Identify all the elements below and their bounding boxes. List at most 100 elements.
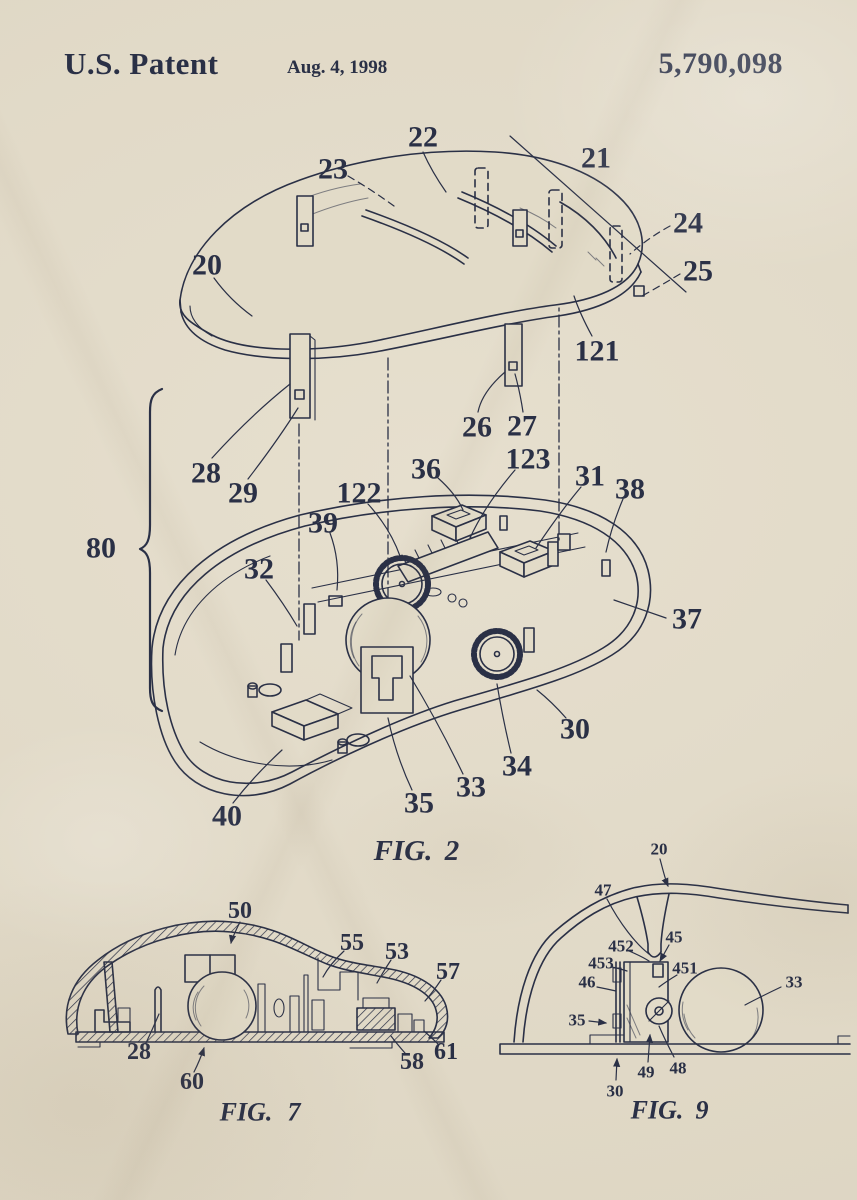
cable-connector-block	[271, 693, 353, 741]
part-ref-30: 30	[560, 713, 590, 746]
part-ref-36: 36	[411, 453, 441, 486]
part-ref-29: 29	[228, 477, 258, 510]
base-peg-top	[247, 682, 258, 690]
switch-contact	[652, 963, 664, 978]
part-ref-37: 37	[672, 603, 702, 636]
part-ref-39: 39	[308, 507, 338, 540]
part-ref-31: 31	[575, 460, 605, 493]
fig7-caption-prefix: FIG.	[219, 1098, 273, 1127]
part-ref-21: 21	[581, 142, 611, 175]
encoder-assembly	[612, 961, 673, 1043]
trackball-section	[187, 971, 257, 1041]
part-ref-20: 20	[192, 249, 222, 282]
snap-clip-front	[504, 323, 523, 387]
part-ref-23: 23	[318, 153, 348, 186]
cap-notch	[633, 285, 645, 297]
fig9-part-labels: 20 47 452 45 453 451 46 33 35 49 48 30	[569, 840, 803, 1101]
ball-retainer-plate	[360, 646, 414, 714]
bracket-post	[547, 541, 559, 567]
fig7-caption-number: 7	[288, 1098, 302, 1127]
top-tab-left	[296, 195, 314, 247]
base-peg	[337, 741, 348, 754]
part-ref-58: 58	[400, 1049, 424, 1075]
fig7-internals	[94, 954, 425, 1041]
part-ref-27: 27	[507, 410, 537, 443]
part-ref-34: 34	[502, 750, 532, 783]
alignment-axes	[298, 291, 560, 641]
bracket-post	[557, 533, 571, 551]
snap-clip-rear	[289, 333, 316, 421]
header-patent-number: 5,790,098	[658, 47, 783, 80]
part-ref-35: 35	[569, 1011, 586, 1030]
part-ref-45: 45	[666, 928, 683, 947]
far-wall-slot	[499, 515, 508, 531]
fig9-caption-number: 9	[696, 1096, 709, 1125]
shell-front-section	[513, 883, 849, 1043]
encoder-gear-right	[471, 628, 523, 680]
fig7-leader-lines	[145, 921, 442, 1073]
fig2-leader-lines	[138, 135, 687, 804]
part-ref-38: 38	[615, 473, 645, 506]
part-ref-122: 122	[337, 477, 382, 510]
roller-wheel	[645, 997, 673, 1025]
part-ref-26: 26	[462, 411, 492, 444]
trackball-detail	[678, 967, 764, 1053]
mouse-base-housing	[150, 494, 652, 797]
pcb-block-section	[356, 1007, 396, 1031]
part-ref-50: 50	[228, 898, 252, 924]
part-ref-33: 33	[456, 771, 486, 804]
base-foot	[258, 683, 282, 697]
header-patent-title: U.S. Patent	[64, 46, 219, 81]
gear-shaft-post	[523, 627, 535, 653]
fig9-caption-prefix: FIG.	[630, 1096, 684, 1125]
side-wall-slot	[601, 559, 611, 577]
support-post	[303, 603, 316, 635]
part-ref-46: 46	[579, 973, 596, 992]
part-ref-57: 57	[436, 959, 460, 985]
fig7-cross-section-drawing: 50 55 53 57 28 60 58 61 FIG. 7	[65, 898, 460, 1127]
part-ref-80: 80	[86, 532, 116, 565]
part-ref-55: 55	[340, 930, 364, 956]
base-peg	[247, 685, 258, 698]
part-ref-47: 47	[595, 881, 613, 900]
fig9-detail-section-drawing: 20 47 452 45 453 451 46 33 35 49 48 30 FIG. 9	[499, 840, 851, 1125]
micro-switch-right	[499, 540, 555, 578]
mouse-top-cover	[179, 150, 645, 421]
small-clip	[328, 595, 343, 607]
part-ref-452: 452	[608, 937, 634, 956]
part-ref-28: 28	[191, 457, 221, 490]
rib-finger-tip	[647, 951, 662, 958]
part-ref-30: 30	[607, 1082, 624, 1101]
alignment-pins	[474, 167, 623, 283]
header-patent-date: Aug. 4, 1998	[287, 57, 388, 78]
part-ref-20: 20	[651, 840, 668, 859]
fig2-caption-number: 2	[444, 835, 460, 867]
base-peg-top	[337, 738, 348, 746]
part-ref-22: 22	[408, 121, 438, 154]
part-ref-48: 48	[670, 1059, 687, 1078]
part-ref-53: 53	[385, 939, 409, 965]
part-ref-49: 49	[638, 1063, 655, 1082]
part-ref-60: 60	[180, 1069, 204, 1095]
support-post	[280, 643, 293, 673]
bracket-80-brace	[138, 387, 164, 713]
part-ref-121: 121	[575, 335, 620, 368]
part-ref-451: 451	[672, 959, 698, 978]
part-ref-28: 28	[127, 1039, 151, 1065]
base-plate-section	[499, 1034, 851, 1055]
fig9-leader-lines	[588, 858, 782, 1081]
part-ref-35: 35	[404, 787, 434, 820]
part-ref-61: 61	[434, 1039, 458, 1065]
part-ref-33: 33	[786, 973, 803, 992]
fig7-part-labels: 50 55 53 57 28 60 58 61	[127, 898, 460, 1095]
part-ref-123: 123	[506, 443, 551, 476]
part-ref-453: 453	[588, 954, 614, 973]
part-ref-24: 24	[673, 207, 703, 240]
part-ref-40: 40	[212, 800, 242, 833]
part-ref-25: 25	[683, 255, 713, 288]
part-ref-32: 32	[244, 553, 274, 586]
